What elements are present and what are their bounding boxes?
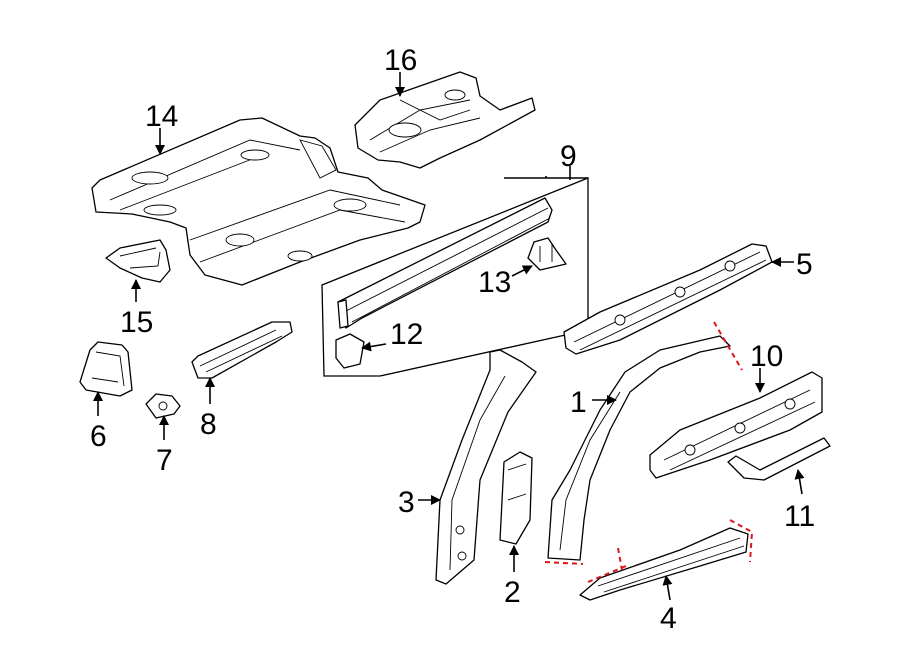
mount-bracket-part (145, 393, 181, 419)
floor-rail-part (191, 321, 293, 379)
leader-11 (794, 469, 805, 495)
leader-9-bracket (504, 176, 588, 179)
inner-panel-part (649, 371, 823, 479)
leader-4 (662, 575, 673, 601)
callout-16: 16 (384, 44, 417, 77)
callout-3: 3 (398, 486, 415, 519)
panel-part (79, 341, 133, 397)
pillar-reinforcement-part (499, 451, 533, 545)
callout-1: 1 (570, 386, 587, 419)
callout-4: 4 (660, 602, 677, 635)
rocker-panel-part (579, 519, 754, 601)
callout-2: 2 (504, 576, 521, 609)
b-pillar-part (435, 349, 537, 585)
callout-6: 6 (90, 420, 107, 453)
callout-7: 7 (156, 444, 173, 477)
trim-strip-part (727, 437, 831, 481)
callout-12: 12 (390, 318, 423, 351)
callout-15: 15 (120, 306, 153, 339)
leader-lines (93, 72, 805, 601)
leader-12 (361, 341, 387, 352)
leader-13 (511, 265, 533, 277)
callout-10: 10 (750, 340, 783, 373)
a-pillar-part (544, 321, 743, 565)
callout-9: 9 (560, 140, 577, 173)
callout-8: 8 (200, 408, 217, 441)
callout-5: 5 (796, 248, 813, 281)
rear-floor-part (354, 71, 536, 169)
rocker-assembly-group (321, 177, 589, 377)
side-rail-part (563, 243, 773, 355)
jack-bracket-part (527, 237, 567, 271)
end-cap-part (335, 333, 365, 369)
floor-pan-part (91, 117, 426, 286)
callout-14: 14 (145, 100, 178, 133)
callout-11: 11 (784, 500, 815, 533)
floor-bracket-part (105, 239, 171, 283)
callout-labels: 14 16 9 5 13 12 15 10 1 6 7 8 3 11 2 4 (90, 44, 815, 635)
callout-13: 13 (478, 266, 511, 299)
